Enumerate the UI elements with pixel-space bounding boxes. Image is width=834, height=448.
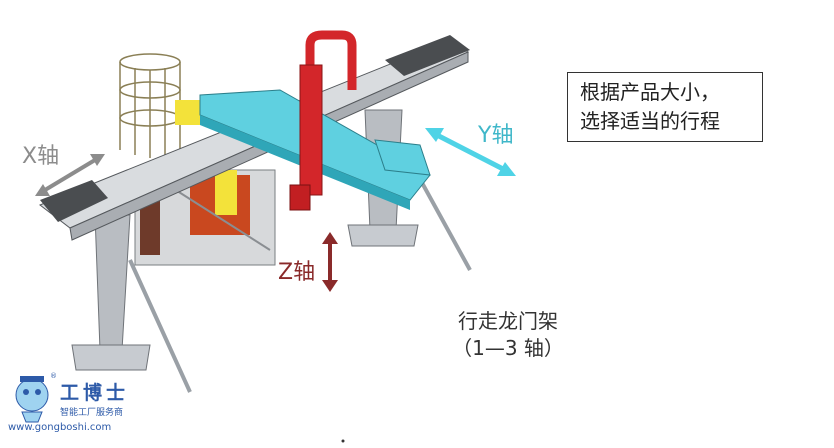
brand-logo: ® 工博士 智能工厂服务商 www.gongboshi.com bbox=[8, 372, 168, 442]
logo-tagline: 智能工厂服务商 bbox=[60, 408, 124, 418]
z-column bbox=[289, 30, 357, 211]
caption-line-1: 行走龙门架 bbox=[458, 309, 558, 333]
travel-note-box: 根据产品大小， 选择适当的行程 bbox=[567, 72, 763, 142]
logo-registered-mark: ® bbox=[50, 372, 57, 380]
x-axis-label: X轴 bbox=[22, 144, 60, 169]
safety-cage bbox=[119, 53, 181, 158]
z-axis-label: Z轴 bbox=[278, 260, 316, 285]
y-axis-label: Y轴 bbox=[478, 123, 514, 148]
logo-name: 工博士 bbox=[60, 382, 130, 404]
y-axis-arrow bbox=[425, 128, 516, 176]
x-axis-arrow bbox=[35, 154, 105, 196]
footer-dot bbox=[341, 439, 345, 443]
caption-line-2: （1—3 轴） bbox=[452, 336, 564, 360]
mascot-icon bbox=[15, 376, 49, 423]
left-pillar bbox=[71, 214, 192, 393]
note-line-1: 根据产品大小， bbox=[580, 80, 720, 104]
logo-url: www.gongboshi.com bbox=[8, 422, 112, 433]
z-axis-arrow bbox=[322, 232, 338, 292]
note-line-2: 选择适当的行程 bbox=[580, 109, 720, 133]
gantry-caption: 行走龙门架 （1—3 轴） bbox=[428, 308, 588, 362]
